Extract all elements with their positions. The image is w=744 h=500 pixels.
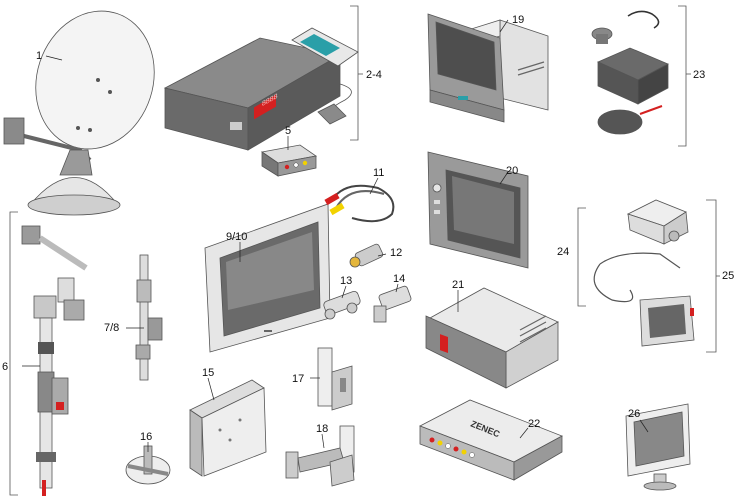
av-cable — [324, 184, 395, 223]
label-16: 16 — [140, 431, 153, 443]
small-monitor — [625, 403, 691, 491]
label-1: 1 — [36, 50, 43, 62]
double-din-monitor — [427, 151, 529, 269]
y-adapter — [323, 290, 361, 320]
label-5: 5 — [285, 125, 292, 137]
label-21: 21 — [452, 279, 465, 291]
av-distribution-box: ZENEC — [419, 399, 563, 481]
car-radio — [425, 287, 559, 389]
label-11: 11 — [373, 167, 385, 179]
mast-pole — [135, 254, 163, 381]
label-22: 22 — [528, 418, 541, 430]
scart-adapter — [260, 144, 318, 177]
lcd-monitor — [204, 203, 331, 353]
indash-monitor-receiver — [427, 13, 549, 123]
mount-base — [125, 445, 171, 485]
label-7-8: 7/8 — [104, 322, 120, 334]
camera-cable — [593, 252, 681, 303]
monitor-bracket — [317, 347, 353, 411]
label-20: 20 — [506, 165, 519, 177]
leader-lines — [22, 19, 649, 452]
angle-adapter — [373, 285, 412, 323]
label-17: 17 — [292, 373, 305, 385]
label-2-4: 2-4 — [366, 69, 382, 81]
label-9-10: 9/10 — [226, 231, 248, 243]
label-23: 23 — [693, 69, 706, 81]
swing-arm-bracket — [285, 425, 355, 487]
label-13: 13 — [340, 275, 353, 287]
label-18: 18 — [316, 423, 329, 435]
label-25: 25 — [722, 270, 735, 282]
tv-tuner-modules — [591, 10, 669, 135]
mast-assembly — [21, 225, 88, 496]
rear-camera-kit — [626, 199, 695, 347]
label-24: 24 — [557, 246, 570, 258]
label-15: 15 — [202, 367, 215, 379]
label-6: 6 — [2, 361, 9, 373]
satellite-receiver — [163, 27, 359, 151]
satellite-dish — [3, 10, 155, 216]
label-14: 14 — [393, 273, 406, 285]
label-19: 19 — [512, 14, 525, 26]
wall-bracket-plate — [189, 379, 267, 477]
label-26: 26 — [628, 408, 641, 420]
cinch-adapter — [349, 243, 384, 268]
label-12: 12 — [390, 247, 403, 259]
